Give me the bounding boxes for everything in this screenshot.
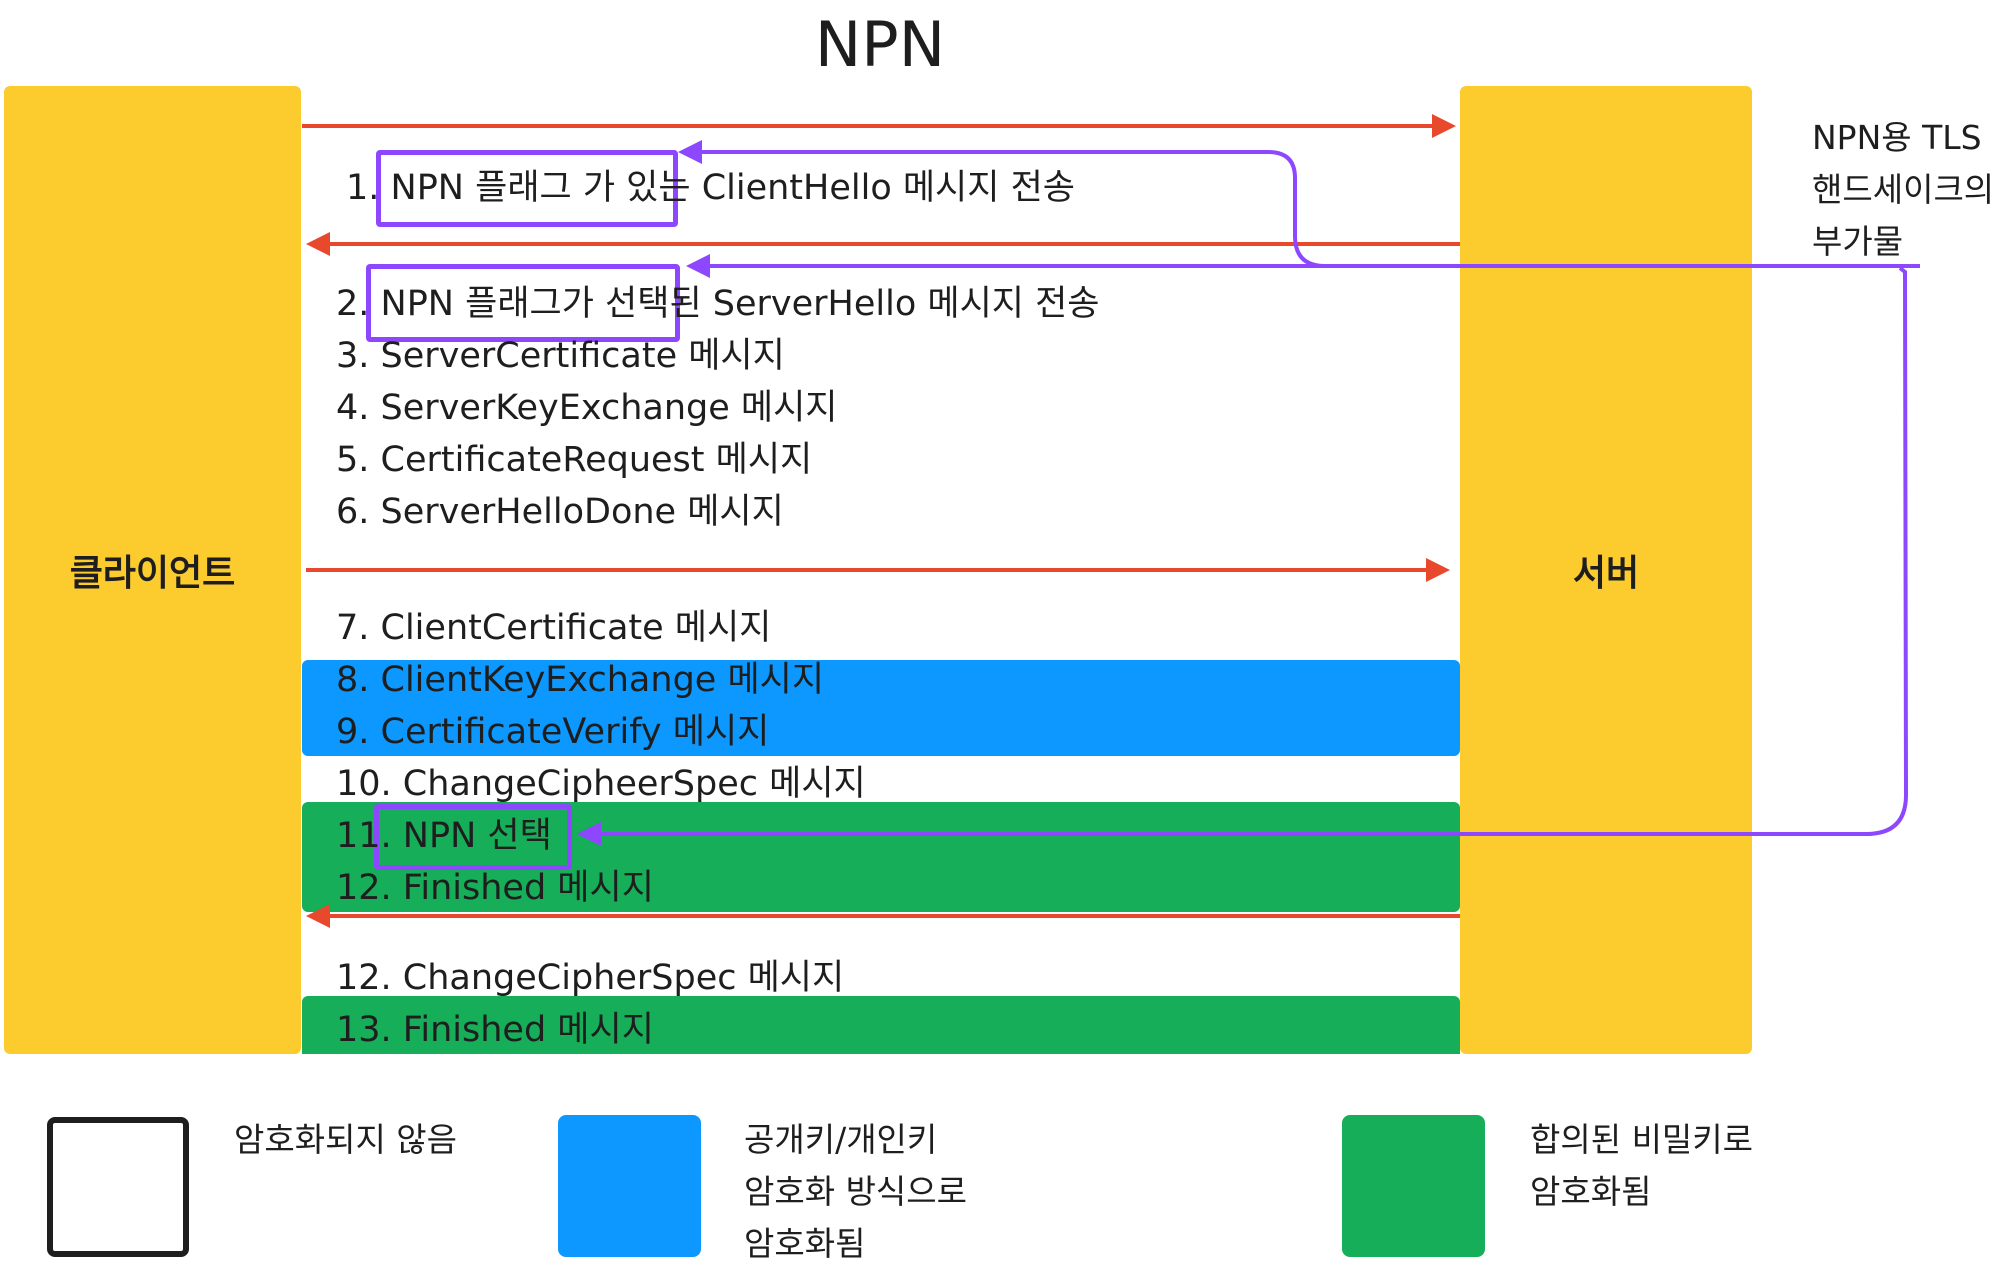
message-9: 9. CertificateVerify 메시지 [336, 712, 770, 752]
message-5: 5. CertificateRequest 메시지 [336, 440, 813, 480]
npn-flag-highlight-1 [376, 150, 678, 227]
side-note-line-2: 핸드세이크의 [1812, 170, 1995, 209]
server-label: 서버 [1572, 553, 1640, 594]
npn-side-note: NPN용 TLS 핸드세이크의 부가물 [1812, 112, 1994, 268]
public-key-band [302, 660, 1460, 756]
message-12-finished: 12. Finished 메시지 [336, 868, 654, 908]
client-label: 클라이언트 [69, 553, 236, 594]
legend-label-shared-secret: 합의된 비밀키로 암호화됨 [1530, 1120, 1754, 1211]
message-1: 1. NPN 플래그 가 있는 ClientHello 메시지 전송 [346, 168, 1075, 208]
npn-select-highlight [374, 804, 572, 870]
legend-swatch-unencrypted [47, 1117, 189, 1257]
connector-to-npn-select [577, 266, 1909, 846]
side-note-line-1: NPN용 TLS [1812, 118, 1982, 157]
npn-flag-highlight-2 [366, 264, 680, 342]
message-10: 10. ChangeCipheerSpec 메시지 [336, 764, 866, 804]
message-6: 6. ServerHelloDone 메시지 [336, 492, 784, 532]
message-11: 11. NPN 선택 [336, 816, 552, 856]
message-2: 2. NPN 플래그가 선택된 ServerHello 메시지 전송 [336, 284, 1100, 324]
legend-swatch-public-private [558, 1115, 701, 1257]
server-pillar: 서버 [1460, 86, 1752, 1054]
secret-key-band [302, 802, 1460, 912]
secret-key-band-final [302, 996, 1460, 1054]
message-7: 7. ClientCertificate 메시지 [336, 608, 772, 648]
message-8: 8. ClientKeyExchange 메시지 [336, 660, 825, 700]
message-13: 13. Finished 메시지 [336, 1010, 654, 1050]
message-12-changecipherspec: 12. ChangeCipherSpec 메시지 [336, 958, 845, 998]
legend-label-public-private: 공개키/개인키 암호화 방식으로 암호화됨 [744, 1120, 968, 1263]
message-4: 4. ServerKeyExchange 메시지 [336, 388, 838, 428]
legend-swatch-shared-secret [1342, 1115, 1485, 1257]
message-3: 3. ServerCertificate 메시지 [336, 336, 785, 376]
diagram-title: NPN [814, 8, 946, 81]
legend-label-unencrypted: 암호화되지 않음 [234, 1120, 458, 1159]
client-pillar: 클라이언트 [4, 86, 301, 1054]
side-note-line-3: 부가물 [1812, 222, 1904, 261]
